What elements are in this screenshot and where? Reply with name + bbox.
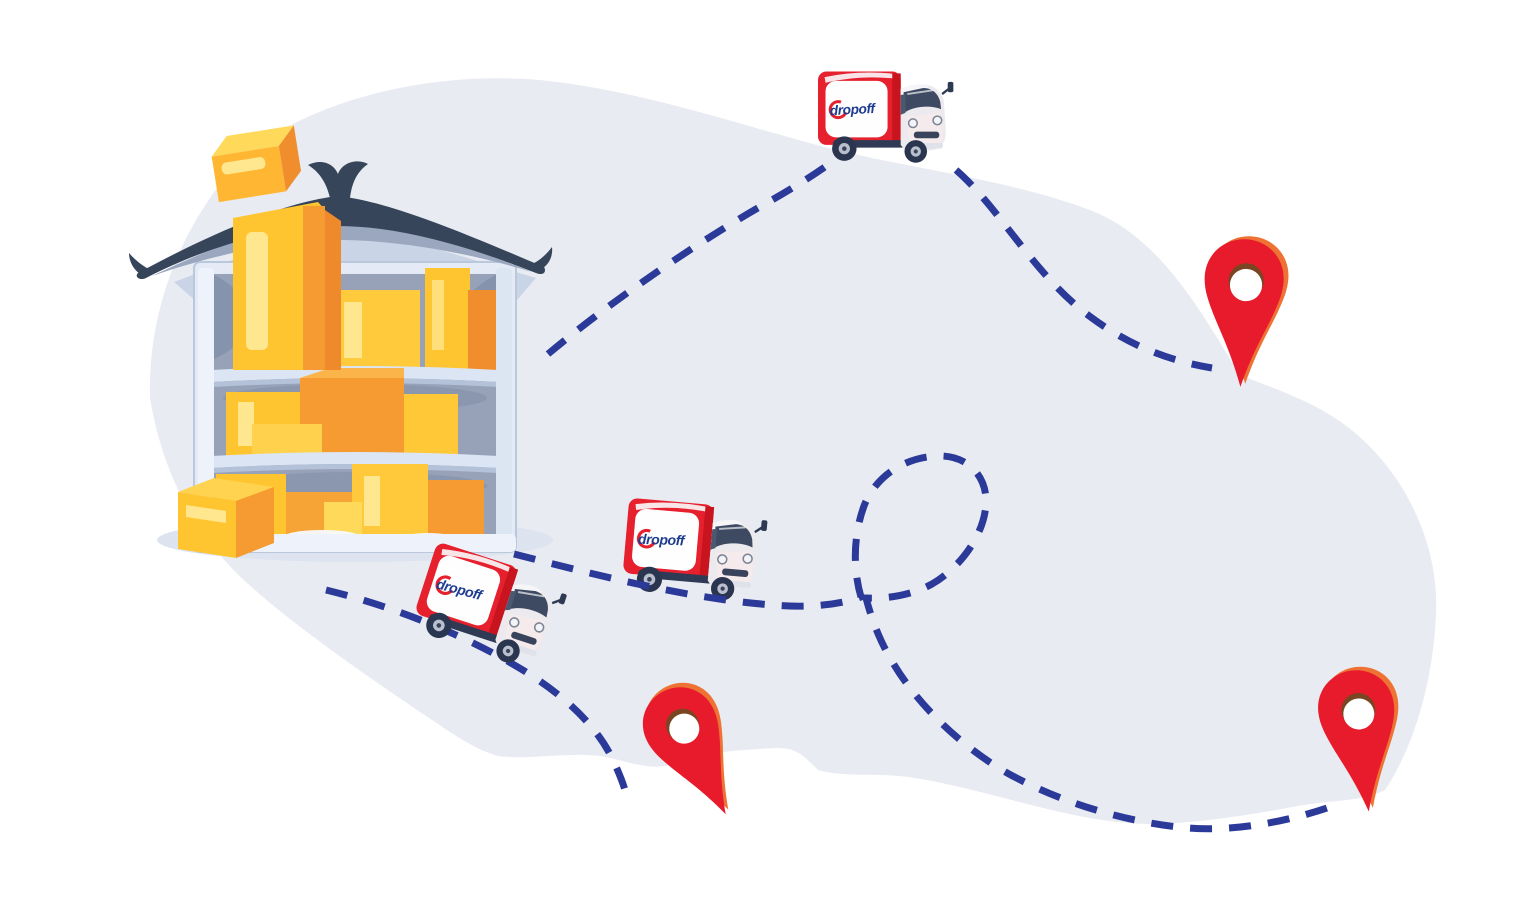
package-boxes-bottom-row [216,464,484,538]
package-box-shade [303,206,325,370]
package-box [330,290,420,370]
package-boxes-middle-row [226,368,458,456]
package-box-top [211,125,294,157]
roof-tip-right [532,247,553,268]
package-box [252,424,322,456]
package-box [425,268,470,370]
package-box [352,464,428,538]
package-box-highlight [221,157,266,175]
package-box-front [211,145,287,203]
package-box-side [325,210,341,370]
package-box [404,394,458,456]
delivery-truck-top [816,70,955,165]
package-box-front [178,492,236,558]
package-box [468,290,498,370]
package-box-highlight [432,280,444,350]
package-box-highlight [246,232,268,350]
package-box-flap [300,368,404,378]
route-middle-truck-loop-to-bottom-right-pin [513,452,1332,833]
package-box-highlight [238,402,254,446]
package-box-tilted [211,125,302,203]
package-box-on-ground [178,478,274,558]
warehouse-full-of-packages [129,125,553,562]
package-box-highlight [344,302,362,358]
package-stack-through-roof [211,125,341,370]
wall-jamb-left [198,268,214,546]
wall-jamb-right [496,268,512,546]
package-box-highlight [186,505,226,523]
roof [136,196,546,280]
package-box-side [236,487,274,558]
route-top-truck-to-right-pin [953,167,1213,372]
package-box-highlight [364,476,380,526]
package-box [428,480,484,538]
roof-underside [152,216,532,276]
package-box-top [178,478,274,501]
route-left-to-bottom-center-pin [325,586,631,799]
package-box-side [278,125,302,192]
roof-tip-left [129,253,151,274]
roof-finial [308,161,368,198]
route-warehouse-to-top-truck [545,159,835,357]
